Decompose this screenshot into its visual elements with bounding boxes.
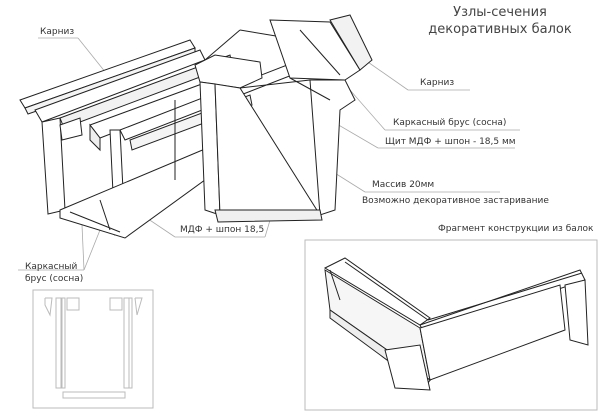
label-frame-beam-left-2: брус (сосна) <box>25 274 84 284</box>
title-line-2: декоративных балок <box>428 22 572 37</box>
label-cornice-right: Карниз <box>420 78 455 88</box>
label-aging-note: Возможно декоративное застаривание <box>362 196 549 206</box>
title-line-1: Узлы-сечения <box>453 5 547 20</box>
fragment-drawing <box>323 257 589 391</box>
diagram-title: Узлы-сечения декоративных балок <box>405 4 595 38</box>
label-solid-wood: Массив 20мм <box>372 180 435 190</box>
label-fragment-caption: Фрагмент конструкции из балок <box>438 224 594 234</box>
label-frame-beam-right: Каркасный брус (сосна) <box>393 118 507 128</box>
label-cornice-left: Карниз <box>40 27 75 37</box>
cross-section-box <box>32 289 154 409</box>
fragment-box <box>304 239 598 411</box>
label-frame-beam-left-1: Каркасный <box>25 262 78 272</box>
right-beam-section <box>194 14 373 223</box>
label-mdf-panel: Щит МДФ + шпон - 18,5 мм <box>385 137 516 147</box>
label-mdf-bottom: МДФ + шпон 18,5 <box>180 225 265 235</box>
